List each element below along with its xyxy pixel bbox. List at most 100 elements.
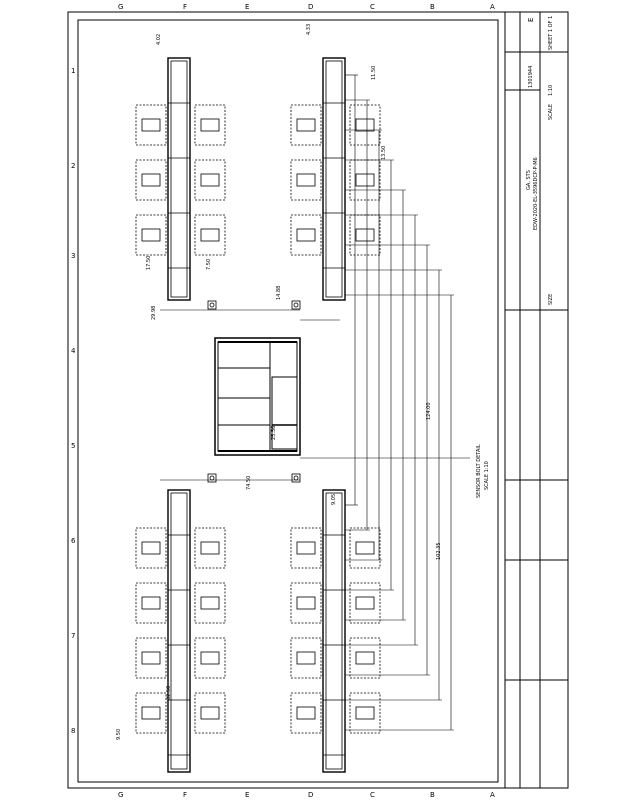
bolt (293, 475, 299, 481)
dimension-label: 25.56 (271, 426, 277, 440)
bolt (209, 475, 215, 481)
sensor (296, 173, 316, 187)
sensor-zone (135, 637, 167, 679)
sensor-zone (194, 582, 226, 624)
bolt-detail (207, 300, 217, 310)
sensor (355, 706, 375, 720)
sensor (141, 228, 161, 242)
dimension-label: 13.50 (381, 146, 387, 160)
sensor-zone (349, 692, 381, 734)
dimension-label: 124.00 (426, 403, 432, 421)
sensor-zone (135, 104, 167, 146)
sensor-zone (290, 159, 322, 201)
sensor (355, 118, 375, 132)
sensor (355, 173, 375, 187)
scale-label: SCALE (548, 104, 554, 120)
grid-letter-top: B (430, 3, 435, 11)
grid-number: 3 (71, 252, 75, 260)
sensor-zone (290, 582, 322, 624)
dimension-label: 4.02 (156, 34, 162, 45)
sensor-zone (194, 159, 226, 201)
sensor-zone (290, 104, 322, 146)
sensor-zone (194, 692, 226, 734)
sensor-zone (135, 692, 167, 734)
dimension-label: 11.50 (371, 66, 377, 80)
sensor-zone (290, 214, 322, 256)
conveyor-belt-inner (325, 492, 343, 770)
control-cabinet (214, 337, 301, 456)
grid-letter-top: E (245, 3, 249, 11)
sensor-zone (290, 692, 322, 734)
sheet-number: SHEET 1 OF 1 (548, 16, 554, 50)
drawing-frame (77, 19, 499, 783)
grid-letter-top: F (183, 3, 187, 11)
sensor (200, 651, 220, 665)
sensor (200, 228, 220, 242)
sensor-zone (194, 214, 226, 256)
sensor-zone (194, 527, 226, 569)
conveyor-belt-inner (325, 60, 343, 298)
sensor-zone (349, 159, 381, 201)
grid-letter-bottom: C (370, 791, 375, 799)
sensor (296, 651, 316, 665)
bolt-detail (291, 300, 301, 310)
sensor-zone (135, 582, 167, 624)
sensor-zone (290, 527, 322, 569)
sensor (200, 541, 220, 555)
sensor (141, 118, 161, 132)
sensor-zone (135, 214, 167, 256)
grid-letter-bottom: E (245, 791, 249, 799)
dimension-label: 9.05 (331, 494, 337, 505)
dimension-label: 14.88 (276, 286, 282, 300)
sensor (355, 651, 375, 665)
sensor (200, 118, 220, 132)
drawing-subtitle: EDW-2020-EL-3596DCP-P-M6 (533, 157, 539, 230)
sensor-zone (194, 104, 226, 146)
grid-number: 8 (71, 727, 75, 735)
grid-letter-bottom: F (183, 791, 187, 799)
detail-title: SENSOR BOLT DETAIL (476, 444, 482, 498)
grid-number: 5 (71, 442, 75, 450)
drawing-number: 1301944 (528, 66, 534, 88)
sensor (141, 173, 161, 187)
scale-value: 1:10 (548, 85, 554, 96)
sensor-zone (349, 527, 381, 569)
sensor (296, 541, 316, 555)
sensor (200, 596, 220, 610)
grid-letter-bottom: A (490, 791, 495, 799)
conveyor-belt (322, 57, 346, 301)
bolt (293, 302, 299, 308)
grid-number: 7 (71, 632, 75, 640)
dimension-label: 7.50 (206, 259, 212, 270)
sensor (355, 596, 375, 610)
revision: E (527, 18, 535, 22)
dimension-label: 29.98 (151, 306, 157, 320)
sensor-zone (349, 104, 381, 146)
conveyor-belt (167, 57, 191, 301)
bolt-detail (207, 473, 217, 483)
sensor (355, 541, 375, 555)
bolt-detail (291, 473, 301, 483)
conveyor-belt-inner (170, 492, 188, 770)
grid-letter-top: A (490, 3, 495, 11)
sensor (296, 706, 316, 720)
drawing-title: GA, STS (526, 170, 532, 190)
sensor-zone (135, 159, 167, 201)
conveyor-belt (322, 489, 346, 773)
bolt (209, 302, 215, 308)
sensor-zone (349, 637, 381, 679)
dimension-label: 32.50 (166, 686, 172, 700)
sensor (141, 651, 161, 665)
sensor (141, 541, 161, 555)
grid-letter-bottom: D (308, 791, 313, 799)
dimension-label: 4.33 (306, 24, 312, 35)
conveyor-belt (167, 489, 191, 773)
dimension-label: 102.35 (436, 543, 442, 561)
grid-number: 6 (71, 537, 76, 545)
size-label: SIZE (548, 294, 554, 305)
dimension-label: 9.50 (116, 729, 122, 740)
outer-border (67, 11, 569, 789)
sensor (296, 118, 316, 132)
grid-letter-bottom: G (118, 791, 123, 799)
